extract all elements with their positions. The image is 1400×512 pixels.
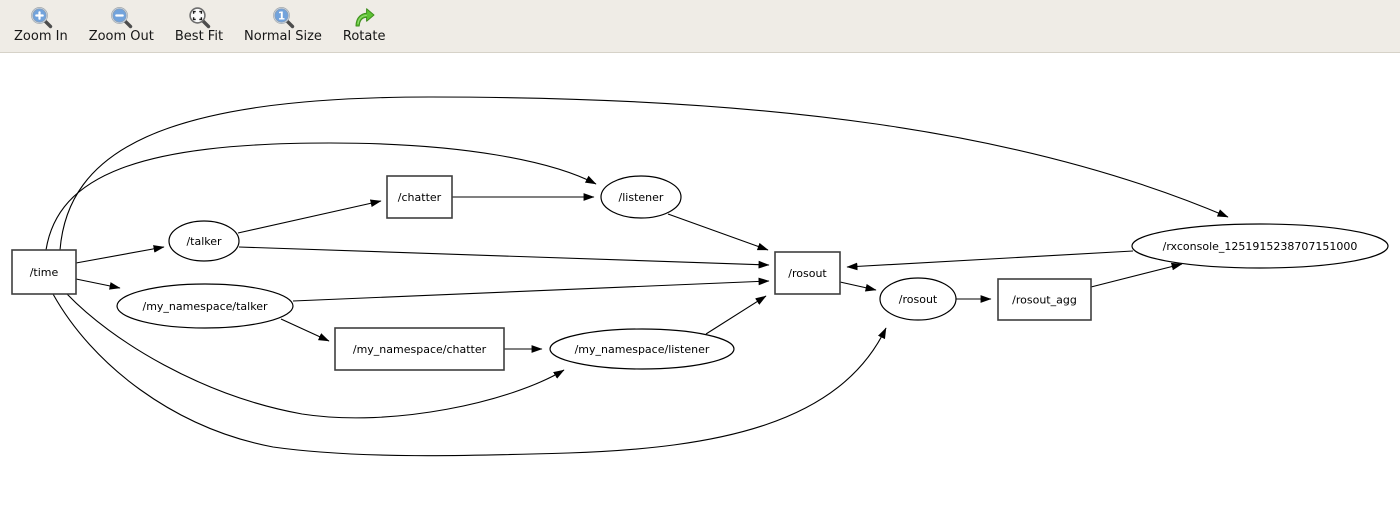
normal-size-icon: 1 [273, 7, 295, 29]
edge-time-to-talker [75, 245, 165, 264]
edge-my-namespace-talker-to-my-namespace-chatter [280, 318, 330, 342]
rotate-label: Rotate [342, 29, 386, 44]
node-shape-ellipse [1131, 223, 1389, 269]
edge-talker-to-chatter [237, 199, 382, 234]
edge-my-namespace-talker-to-rosout-topic [292, 277, 770, 302]
edge-time-to-rosout-node [52, 293, 887, 457]
best-fit-icon [189, 7, 211, 29]
node-rosout-agg: /rosout_agg [997, 278, 1092, 321]
node-talker: /talker [168, 220, 240, 262]
zoom-in-button[interactable]: Zoom In [14, 0, 68, 47]
node-shape-box [11, 249, 77, 295]
node-label: /rxconsole_1251915238707151000 [1163, 240, 1358, 253]
zoom-out-label: Zoom Out [88, 29, 154, 44]
node-label: /chatter [398, 191, 442, 204]
node-shape-ellipse [879, 277, 957, 321]
node-label: /time [30, 266, 59, 279]
node-listener: /listener [600, 175, 682, 219]
zoom-out-button[interactable]: Zoom Out [89, 0, 154, 47]
zoom-out-icon [111, 7, 133, 29]
node-shape-ellipse [600, 175, 682, 219]
normal-size-button[interactable]: 1 Normal Size [244, 0, 322, 47]
node-shape-ellipse [168, 220, 240, 262]
node-label: /rosout [788, 267, 827, 280]
node-shape-box [334, 327, 505, 371]
node-rosout-node: /rosout [879, 277, 957, 321]
zoom-in-label: Zoom In [14, 29, 68, 44]
node-label: /my_namespace/chatter [353, 343, 487, 356]
best-fit-label: Best Fit [174, 29, 224, 44]
edge-my-namespace-listener-to-rosout-topic [705, 295, 767, 335]
zoom-in-icon [30, 7, 53, 29]
node-chatter: /chatter [386, 175, 453, 219]
node-label: /my_namespace/talker [143, 300, 268, 313]
node-shape-box [774, 251, 841, 295]
node-rxconsole: /rxconsole_1251915238707151000 [1131, 223, 1389, 269]
svg-text:1: 1 [278, 10, 285, 22]
rotate-button[interactable]: Rotate [342, 0, 386, 47]
toolbar: Zoom In Zoom Out Best Fit 1 Normal Size [0, 0, 1400, 53]
best-fit-button[interactable]: Best Fit [175, 0, 223, 47]
node-shape-ellipse [549, 328, 735, 370]
edge-rosout-agg-to-rxconsole [1090, 262, 1183, 288]
node-my-namespace-chatter: /my_namespace/chatter [334, 327, 505, 371]
node-label: /talker [186, 235, 222, 248]
node-time: /time [11, 249, 77, 295]
node-label: /listener [619, 191, 664, 204]
rotate-icon [355, 8, 375, 27]
node-shape-ellipse [116, 283, 294, 329]
node-rosout-topic: /rosout [774, 251, 841, 295]
node-my-namespace-talker: /my_namespace/talker [116, 283, 294, 329]
edge-time-to-my-namespace-listener [66, 293, 565, 419]
node-shape-box [997, 278, 1092, 321]
node-label: /my_namespace/listener [575, 343, 710, 356]
node-label: /rosout [899, 293, 938, 306]
edge-talker-to-rosout-topic [238, 246, 770, 269]
edge-time-to-my-namespace-talker [75, 278, 121, 290]
normal-size-label: Normal Size [244, 29, 322, 44]
edge-listener-to-rosout-topic [667, 213, 769, 251]
edge-rosout-topic-to-rosout-node [839, 281, 877, 292]
node-label: /rosout_agg [1012, 294, 1077, 307]
edge-time-to-rxconsole [59, 96, 1229, 251]
node-shape-box [386, 175, 453, 219]
node-my-namespace-listener: /my_namespace/listener [549, 328, 735, 370]
edge-rxconsole-to-rosout-topic [846, 250, 1134, 271]
